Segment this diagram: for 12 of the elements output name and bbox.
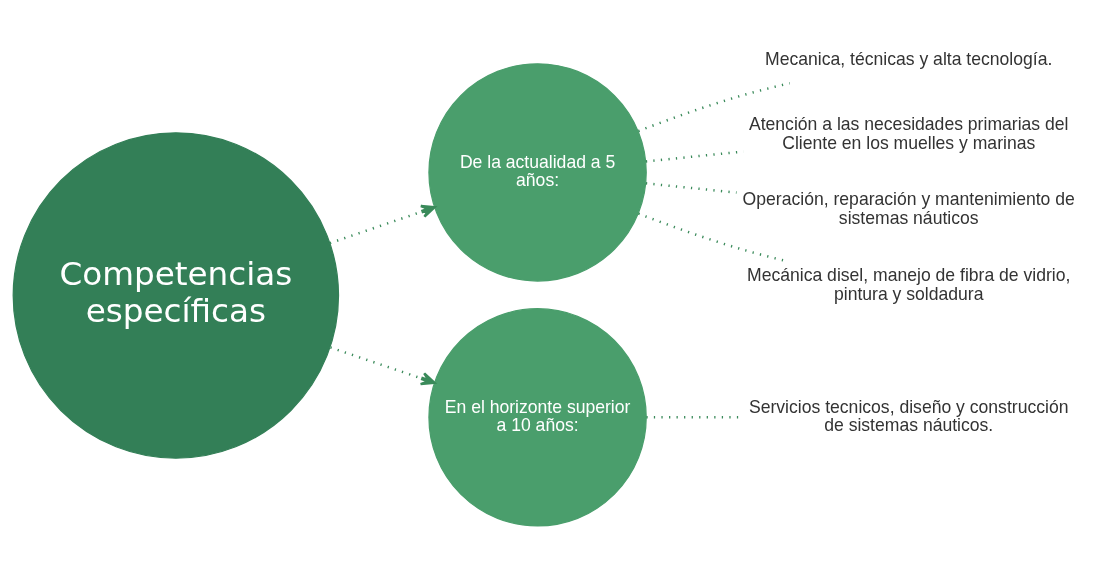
arrow — [329, 204, 436, 245]
node-circle: Competencias específicas — [12, 132, 340, 459]
arrow — [330, 346, 436, 386]
connector — [645, 182, 737, 194]
connector — [638, 82, 790, 133]
node-text: Atención a las necesidades primarias del Cliente en los muelles y marinas — [748, 113, 1069, 153]
node-circle: De la actualidad a 5 años: — [428, 63, 647, 282]
node-text: Mecánica disel, manejo de fibra de vidrio, pintura y soldadura — [747, 264, 1071, 304]
node-circle: En el horizonte superior a 10 años: — [428, 308, 647, 527]
node-text: Mecanica, técnicas y alta tecnología. — [765, 49, 1053, 70]
node-text: Operación, reparación y mantenimiento de sistemas náuticos — [742, 189, 1075, 229]
node-text: Servicios tecnicos, diseño y construcción de sistemas náuticos. — [748, 396, 1069, 436]
